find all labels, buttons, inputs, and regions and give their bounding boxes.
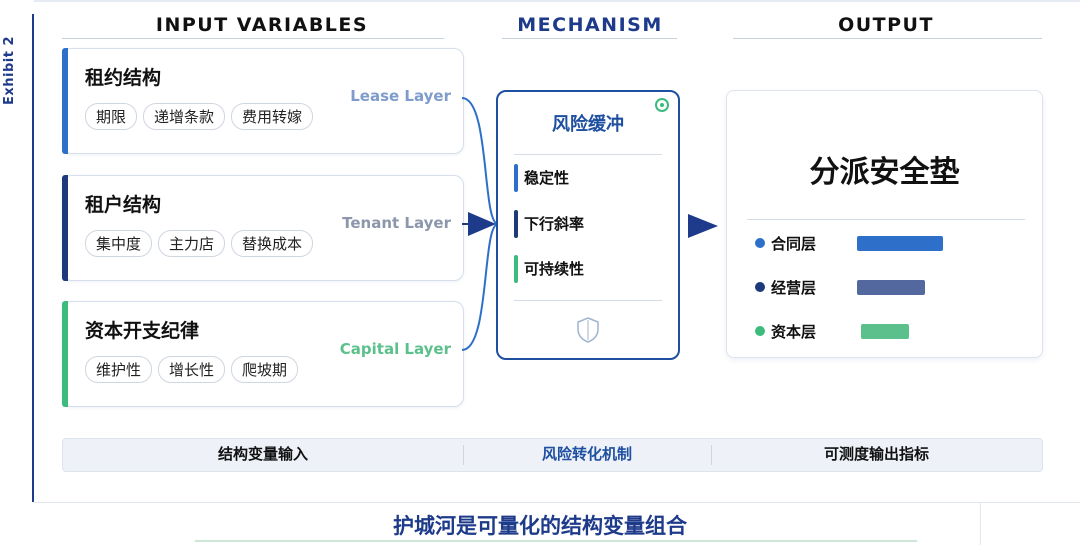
header-input-rule — [62, 38, 444, 39]
header-output-rule — [733, 38, 1042, 39]
footer-mechanism-label: 风险转化机制 — [541, 445, 632, 463]
mechanism-item: 可持续性 — [514, 255, 584, 283]
mechanism-item-label: 下行斜率 — [524, 215, 585, 233]
tag: 期限 — [85, 103, 138, 130]
mechanism-title: 风险缓冲 — [552, 114, 624, 135]
legend-label: 合同层 — [771, 235, 817, 253]
tag-list: 期限 递增条款 费用转嫁 — [85, 103, 314, 130]
card-title: 资本开支纪律 — [85, 320, 200, 342]
mechanism-box: 风险缓冲 稳定性 下行斜率 可持续性 — [496, 90, 680, 360]
capital-accent-bar — [62, 301, 68, 407]
mechanism-item: 下行斜率 — [514, 210, 584, 238]
item-bar — [514, 164, 518, 192]
input-card-capital: 资本开支纪律 维护性 增长性 爬坡期 Capital Layer — [62, 301, 464, 407]
legend-dot — [755, 326, 765, 336]
bottom-title: 护城河是可量化的结构变量组合 — [393, 514, 687, 538]
level-bar — [857, 236, 943, 251]
header-mechanism-rule — [502, 38, 677, 39]
connector-capital — [461, 223, 499, 351]
header-mechanism: MECHANISM — [517, 14, 663, 36]
exhibit-rule — [32, 14, 34, 502]
divider — [514, 154, 662, 155]
legend-row-contract: 合同层 — [755, 233, 1025, 253]
layer-label: Lease Layer — [350, 87, 451, 105]
shield-icon — [577, 317, 599, 343]
footer-output-label: 可测度输出指标 — [823, 445, 929, 463]
bottom-divider — [34, 502, 1080, 503]
tenant-accent-bar — [62, 175, 68, 281]
level-bar — [857, 280, 925, 295]
mechanism-item-label: 稳定性 — [524, 169, 570, 187]
item-bar — [514, 255, 518, 283]
arrow-to-output-icon — [688, 214, 718, 238]
legend-label: 资本层 — [771, 323, 817, 341]
bottom-underline — [195, 540, 917, 542]
tag: 爬坡期 — [231, 356, 299, 383]
arrow-into-mechanism-icon — [468, 212, 496, 236]
tag: 集中度 — [85, 230, 153, 257]
legend-dot — [755, 282, 765, 292]
divider — [514, 300, 662, 301]
lease-accent-bar — [62, 48, 68, 154]
divider — [463, 445, 464, 465]
legend-dot — [755, 238, 765, 248]
layer-label: Capital Layer — [339, 340, 451, 358]
tag: 递增条款 — [143, 103, 226, 130]
level-bar — [861, 324, 909, 339]
mechanism-item: 稳定性 — [514, 164, 569, 192]
mechanism-item-label: 可持续性 — [524, 260, 585, 278]
input-card-tenant: 租户结构 集中度 主力店 替换成本 Tenant Layer — [62, 175, 464, 281]
header-output: OUTPUT — [838, 14, 934, 36]
output-box: 分派安全垫 合同层 经营层 资本层 — [726, 90, 1043, 358]
tag: 增长性 — [158, 356, 226, 383]
card-title: 租户结构 — [85, 194, 162, 216]
connector-lease — [461, 97, 499, 225]
top-border — [34, 0, 1080, 2]
footer-band: 结构变量输入 风险转化机制 可测度输出指标 — [62, 438, 1043, 472]
legend-label: 经营层 — [771, 279, 817, 297]
legend-row-operating: 经营层 — [755, 277, 1025, 297]
tag: 费用转嫁 — [231, 103, 314, 130]
tag: 替换成本 — [231, 230, 314, 257]
target-icon — [655, 98, 669, 112]
divider — [747, 219, 1025, 220]
tag-list: 集中度 主力店 替换成本 — [85, 230, 314, 257]
card-title: 租约结构 — [85, 67, 162, 89]
tag: 维护性 — [85, 356, 153, 383]
bottom-separator — [980, 502, 981, 545]
item-bar — [514, 210, 518, 238]
legend-row-capital: 资本层 — [755, 321, 1025, 341]
header-input: INPUT VARIABLES — [155, 14, 369, 36]
layer-label: Tenant Layer — [342, 214, 451, 232]
tag-list: 维护性 增长性 爬坡期 — [85, 356, 299, 383]
divider — [711, 445, 712, 465]
output-title: 分派安全垫 — [809, 155, 960, 190]
tag: 主力店 — [158, 230, 226, 257]
footer-input-label: 结构变量输入 — [217, 445, 308, 463]
input-card-lease: 租约结构 期限 递增条款 费用转嫁 Lease Layer — [62, 48, 464, 154]
